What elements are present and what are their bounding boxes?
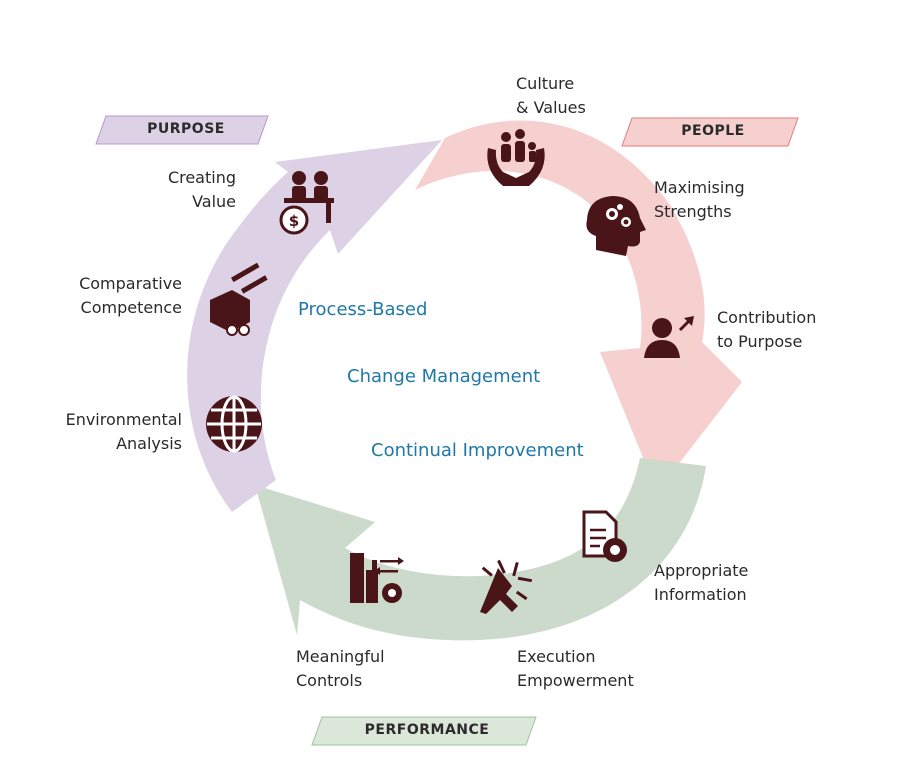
label-line: Controls [296,671,363,690]
people-tag-bg [621,117,799,147]
label-line: Empowerment [517,671,634,690]
globe-icon [206,395,262,453]
toolbox-icon [210,262,268,336]
family-hands-icon [487,129,545,186]
people-arrow [415,120,742,492]
center-line-continual-improvement: Continual Improvement [371,440,584,461]
label-contribution-purpose: Contribution to Purpose [717,306,816,354]
value-dollar-icon [279,171,334,235]
label-line: Strengths [654,202,732,221]
head-gears-icon [586,196,646,256]
center-line-change-management: Change Management [347,366,541,387]
label-creating-value: Creating Value [168,166,236,214]
label-line: Contribution [717,308,817,327]
building-gear-icon [350,553,404,603]
person-up-arrow-icon [644,316,694,358]
label-line: Information [654,585,747,604]
label-meaningful-controls: Meaningful Controls [296,645,385,693]
label-line: Meaningful [296,647,385,666]
label-line: Execution [517,647,596,666]
label-line: Culture [516,74,575,93]
label-line: to Purpose [717,332,803,351]
people-tag: PEOPLE [681,123,745,139]
label-maximising-strengths: Maximising Strengths [654,176,745,224]
center-line-process-based: Process-Based [298,299,428,320]
click-cursor-icon [480,559,533,614]
label-appropriate-information: Appropriate Information [654,559,748,607]
label-comparative-competence: Comparative Competence [79,272,182,320]
label-line: Environmental [65,410,182,429]
dollar-sign-icon: $ [289,212,299,230]
label-line: Comparative [79,274,182,293]
label-line: Maximising [654,178,745,197]
performance-tag: PERFORMANCE [364,722,490,738]
label-execution-empowerment: Execution Empowerment [517,645,634,693]
label-line: Competence [80,298,182,317]
document-gear-icon [582,510,627,562]
label-line: Creating [167,168,236,187]
performance-tag-bg [311,716,537,746]
performance-arrow [255,458,706,641]
label-environmental-analysis: Environmental Analysis [66,408,182,456]
label-culture-values: Culture & Values [516,72,586,120]
label-line: Appropriate [654,561,749,580]
label-line: Value [192,192,236,211]
label-line: & Values [516,98,586,117]
purpose-tag-bg [95,115,269,145]
label-line: Analysis [116,434,182,453]
purpose-tag: PURPOSE [147,121,225,137]
